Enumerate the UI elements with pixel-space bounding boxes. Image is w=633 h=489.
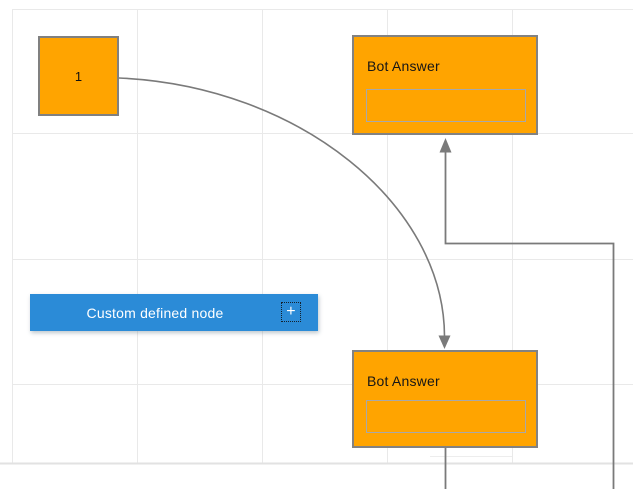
arrowhead-down-icon xyxy=(438,335,451,349)
node-bot-answer-bottom[interactable]: Bot Answer xyxy=(352,350,538,448)
arrowhead-up-icon xyxy=(439,138,452,153)
node-start[interactable]: 1 xyxy=(38,36,119,116)
custom-node-label: Custom defined node xyxy=(86,304,224,321)
node-custom-defined[interactable]: Custom defined node + xyxy=(30,294,318,331)
node-title: Bot Answer xyxy=(367,373,440,389)
connector-curve-start-to-bottom[interactable] xyxy=(118,77,446,337)
node-bot-answer-top[interactable]: Bot Answer xyxy=(352,35,538,135)
connector-orthogonal-to-top[interactable] xyxy=(444,152,615,489)
add-icon[interactable]: + xyxy=(281,302,301,322)
node-start-label: 1 xyxy=(74,68,83,84)
bot-answer-input[interactable] xyxy=(366,89,526,122)
node-title: Bot Answer xyxy=(367,58,440,74)
bot-answer-input[interactable] xyxy=(366,400,526,433)
